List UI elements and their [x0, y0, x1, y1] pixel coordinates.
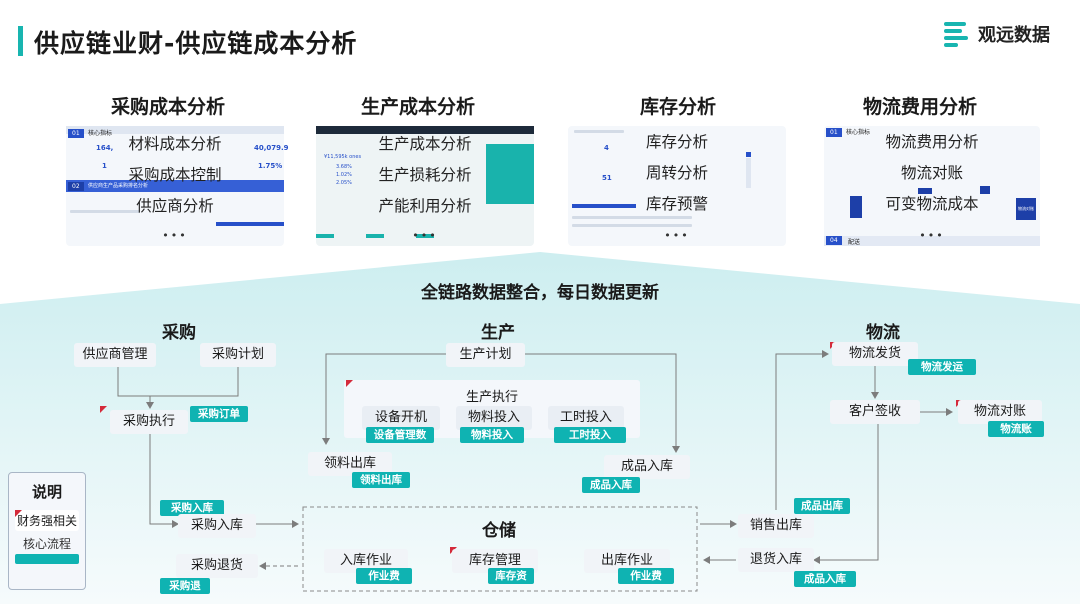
node-sales-out[interactable]: 销售出库 [738, 514, 814, 538]
thumb-tag: 02 [68, 182, 84, 191]
node-logistics-ship[interactable]: 物流发货 [832, 342, 918, 366]
more-dots[interactable]: ••• [664, 229, 690, 242]
thumb-value: 40,079.9 [254, 144, 289, 152]
flag-icon [346, 380, 353, 387]
thumb-value: 1 [102, 162, 107, 170]
node-purchase-exec[interactable]: 采购执行 [110, 410, 188, 434]
card-item: 生产损耗分析 [378, 166, 472, 184]
group-title-logistics: 物流 [866, 323, 900, 343]
card-item: 库存预警 [645, 195, 708, 213]
thumb-caption: 核心指标 [846, 129, 871, 136]
thumb-caption: 供应商生产品采购排名分析 [88, 183, 149, 189]
node-return-in[interactable]: 退货入库 [738, 548, 814, 572]
badge-material-out: 领料出库 [352, 472, 410, 488]
card-item: 物流对账 [900, 164, 963, 182]
badge-logistics-ship: 物流发运 [908, 359, 976, 375]
node-supplier-mgmt[interactable]: 供应商管理 [74, 343, 156, 367]
brand-logo: 观远数据 [944, 20, 1050, 48]
warehouse-boundary [302, 506, 698, 592]
badge-stock-cap: 库存资 [488, 568, 534, 584]
badge-purchase-order: 采购订单 [190, 406, 248, 422]
thumb-tag: 04 [826, 236, 842, 245]
thumb-caption: 核心指标 [88, 130, 113, 137]
section-heading-production: 生产成本分析 [360, 96, 475, 118]
badge-work-fee-in: 作业费 [356, 568, 412, 584]
badge-labor-in: 工时投入 [554, 427, 626, 443]
badge-equipment-fee: 设备管理数 [366, 427, 434, 443]
production-exec-title: 生产执行 [466, 390, 519, 405]
legend-box: 说明 财务强相关 核心流程 [8, 472, 86, 590]
card-item: 周转分析 [645, 164, 708, 182]
thumb-caption: 配送 [848, 239, 861, 246]
thumb-value: ¥11,595k ones [324, 154, 362, 160]
more-dots[interactable]: ••• [162, 229, 188, 242]
badge-purchase-in: 采购入库 [160, 500, 224, 516]
section-heading-purchase: 采购成本分析 [110, 96, 225, 118]
flag-icon [15, 510, 22, 517]
node-logistics-recon[interactable]: 物流对账 [958, 400, 1042, 424]
card-item: 供应商分析 [136, 197, 214, 215]
more-dots[interactable]: ••• [919, 229, 945, 242]
group-title-warehouse: 仓储 [482, 521, 516, 541]
badge-purchase-return: 采购退 [160, 578, 210, 594]
card-item: 采购成本控制 [128, 166, 222, 184]
thumb-value: 1.75% [258, 162, 283, 170]
legend-title: 说明 [31, 483, 62, 501]
group-title-procurement: 采购 [162, 323, 196, 343]
legend-finance-item: 财务强相关 [15, 510, 79, 531]
badge-finished-in-2: 成品入库 [794, 571, 856, 587]
node-material-input[interactable]: 物料投入 [456, 406, 532, 430]
card-item: 物流费用分析 [885, 133, 979, 151]
thumb-tag: 01 [826, 128, 842, 137]
thumb-value: 164, [96, 144, 114, 152]
node-equipment-on[interactable]: 设备开机 [362, 406, 440, 430]
banner-text: 全链路数据整合，每日数据更新 [421, 283, 659, 303]
legend-core-label: 核心流程 [22, 537, 71, 551]
logo-text: 观远数据 [978, 25, 1050, 46]
node-finished-in[interactable]: 成品入库 [604, 455, 690, 479]
card-item: 材料成本分析 [128, 135, 222, 153]
node-labor-input[interactable]: 工时投入 [548, 406, 624, 430]
card-item: 库存分析 [645, 133, 708, 151]
section-heading-inventory: 库存分析 [639, 96, 716, 118]
logo-icon [944, 20, 970, 48]
node-purchase-inbound[interactable]: 采购入库 [178, 514, 256, 538]
thumbnail-purchase[interactable]: 01 核心指标 164, 40,079.9 1 1.75% 02 供应商生产品采… [66, 126, 289, 246]
thumb-tag: 01 [68, 129, 84, 138]
node-material-out[interactable]: 领料出库 [308, 452, 392, 476]
thumbnail-inventory[interactable]: 4 51 库存分析 周转分析 库存预警 ••• [568, 126, 786, 246]
card-item: 生产成本分析 [378, 135, 472, 153]
thumb-value: 1.02% [336, 172, 352, 178]
card-item: 产能利用分析 [378, 197, 472, 215]
badge-finished-out: 成品出库 [794, 498, 850, 514]
thumb-value: 2.05% [336, 180, 352, 186]
node-customer-sign[interactable]: 客户签收 [830, 400, 920, 424]
node-production-plan[interactable]: 生产计划 [446, 343, 525, 367]
thumbnail-production[interactable]: ¥11,595k ones 3.68% 1.02% 2.05% 生产成本分析 生… [316, 126, 534, 246]
flag-icon [100, 406, 107, 413]
page-title: 供应链业财-供应链成本分析 [34, 29, 358, 58]
section-heading-logistics: 物流费用分析 [862, 96, 977, 118]
node-purchase-plan[interactable]: 采购计划 [200, 343, 276, 367]
badge-work-fee-out: 作业费 [618, 568, 674, 584]
badge-logistics-acct: 物流账 [988, 421, 1044, 437]
badge-finished-in: 成品入库 [582, 477, 640, 493]
thumb-value: 3.68% [336, 164, 352, 170]
badge-material-in: 物料投入 [460, 427, 524, 443]
group-title-production: 生产 [481, 323, 515, 343]
more-dots[interactable]: ••• [412, 229, 438, 242]
thumbnail-logistics[interactable]: 01 核心指标 物流对账 04 配送 物流费用分析 物流对账 可变物流成本 ••… [824, 126, 1040, 246]
thumb-value: 51 [602, 174, 612, 182]
title-accent-bar [18, 26, 23, 56]
node-purchase-return[interactable]: 采购退货 [176, 554, 258, 578]
thumb-value: 4 [604, 144, 609, 152]
legend-finance-label: 财务强相关 [16, 514, 77, 528]
card-item: 可变物流成本 [885, 195, 979, 213]
legend-core-swatch [15, 554, 79, 564]
thumb-caption: 物流对账 [1016, 198, 1036, 220]
